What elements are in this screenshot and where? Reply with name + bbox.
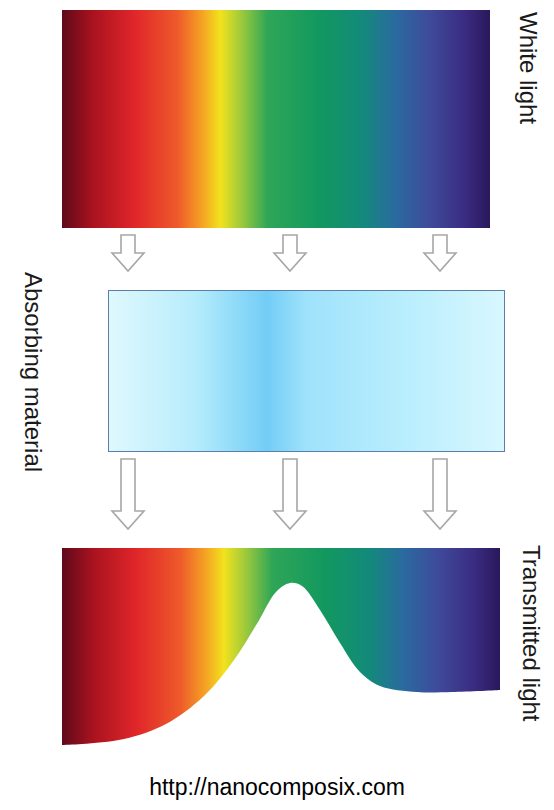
side-label: White light bbox=[514, 12, 542, 124]
transmitted-spectrum: Transmitted light bbox=[62, 548, 500, 745]
transmitted-band bbox=[62, 548, 500, 745]
down-arrow bbox=[424, 459, 456, 529]
absorbing-material-box: Absorbing material bbox=[108, 290, 505, 452]
down-arrow bbox=[112, 235, 144, 271]
down-arrow bbox=[424, 235, 456, 271]
side-label: Transmitted light bbox=[517, 545, 545, 722]
down-arrow bbox=[274, 235, 306, 271]
down-arrow bbox=[112, 459, 144, 529]
side-label: Absorbing material bbox=[19, 272, 47, 472]
down-arrow bbox=[274, 459, 306, 529]
white-light-spectrum: White light bbox=[62, 10, 490, 228]
transmitted-shape bbox=[62, 548, 500, 745]
source-url: http://nanocomposix.com bbox=[149, 774, 405, 801]
